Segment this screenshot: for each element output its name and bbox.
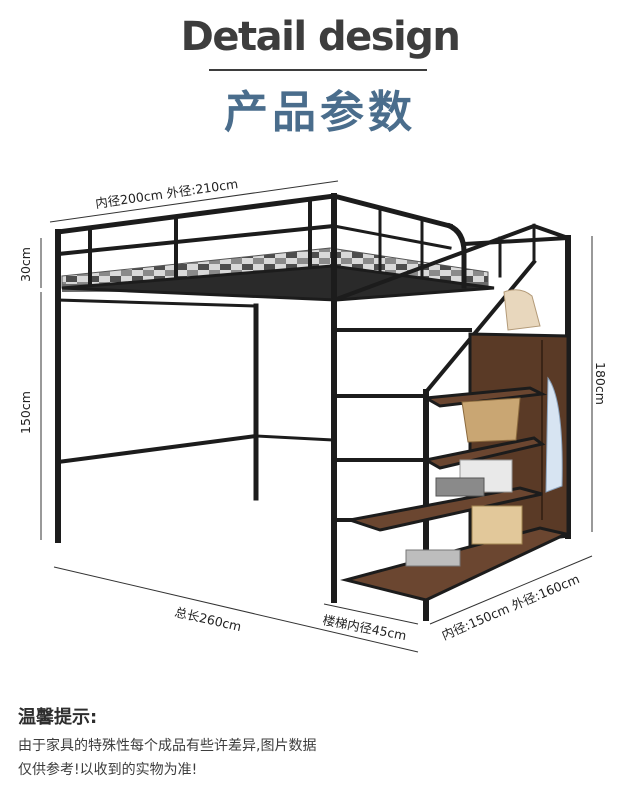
dim-guard-height: 30cm — [18, 247, 33, 282]
notice-line-2: 仅供参考!以收到的实物为准! — [18, 762, 198, 778]
notice-title: 温馨提示: — [18, 707, 98, 728]
dim-stair-inner: 楼梯内径45cm — [321, 612, 407, 643]
dimension-lines — [40, 180, 593, 653]
shelf-decor — [405, 289, 563, 567]
title-chinese: 产品参数 — [224, 87, 416, 138]
dim-total-height: 180cm — [593, 362, 608, 405]
notice-line-1: 由于家具的特殊性每个成品有些许差异,图片数据 — [18, 738, 317, 754]
dim-under-height: 150cm — [18, 391, 33, 434]
title-english: Detail design — [180, 14, 461, 60]
title-divider — [209, 69, 427, 71]
